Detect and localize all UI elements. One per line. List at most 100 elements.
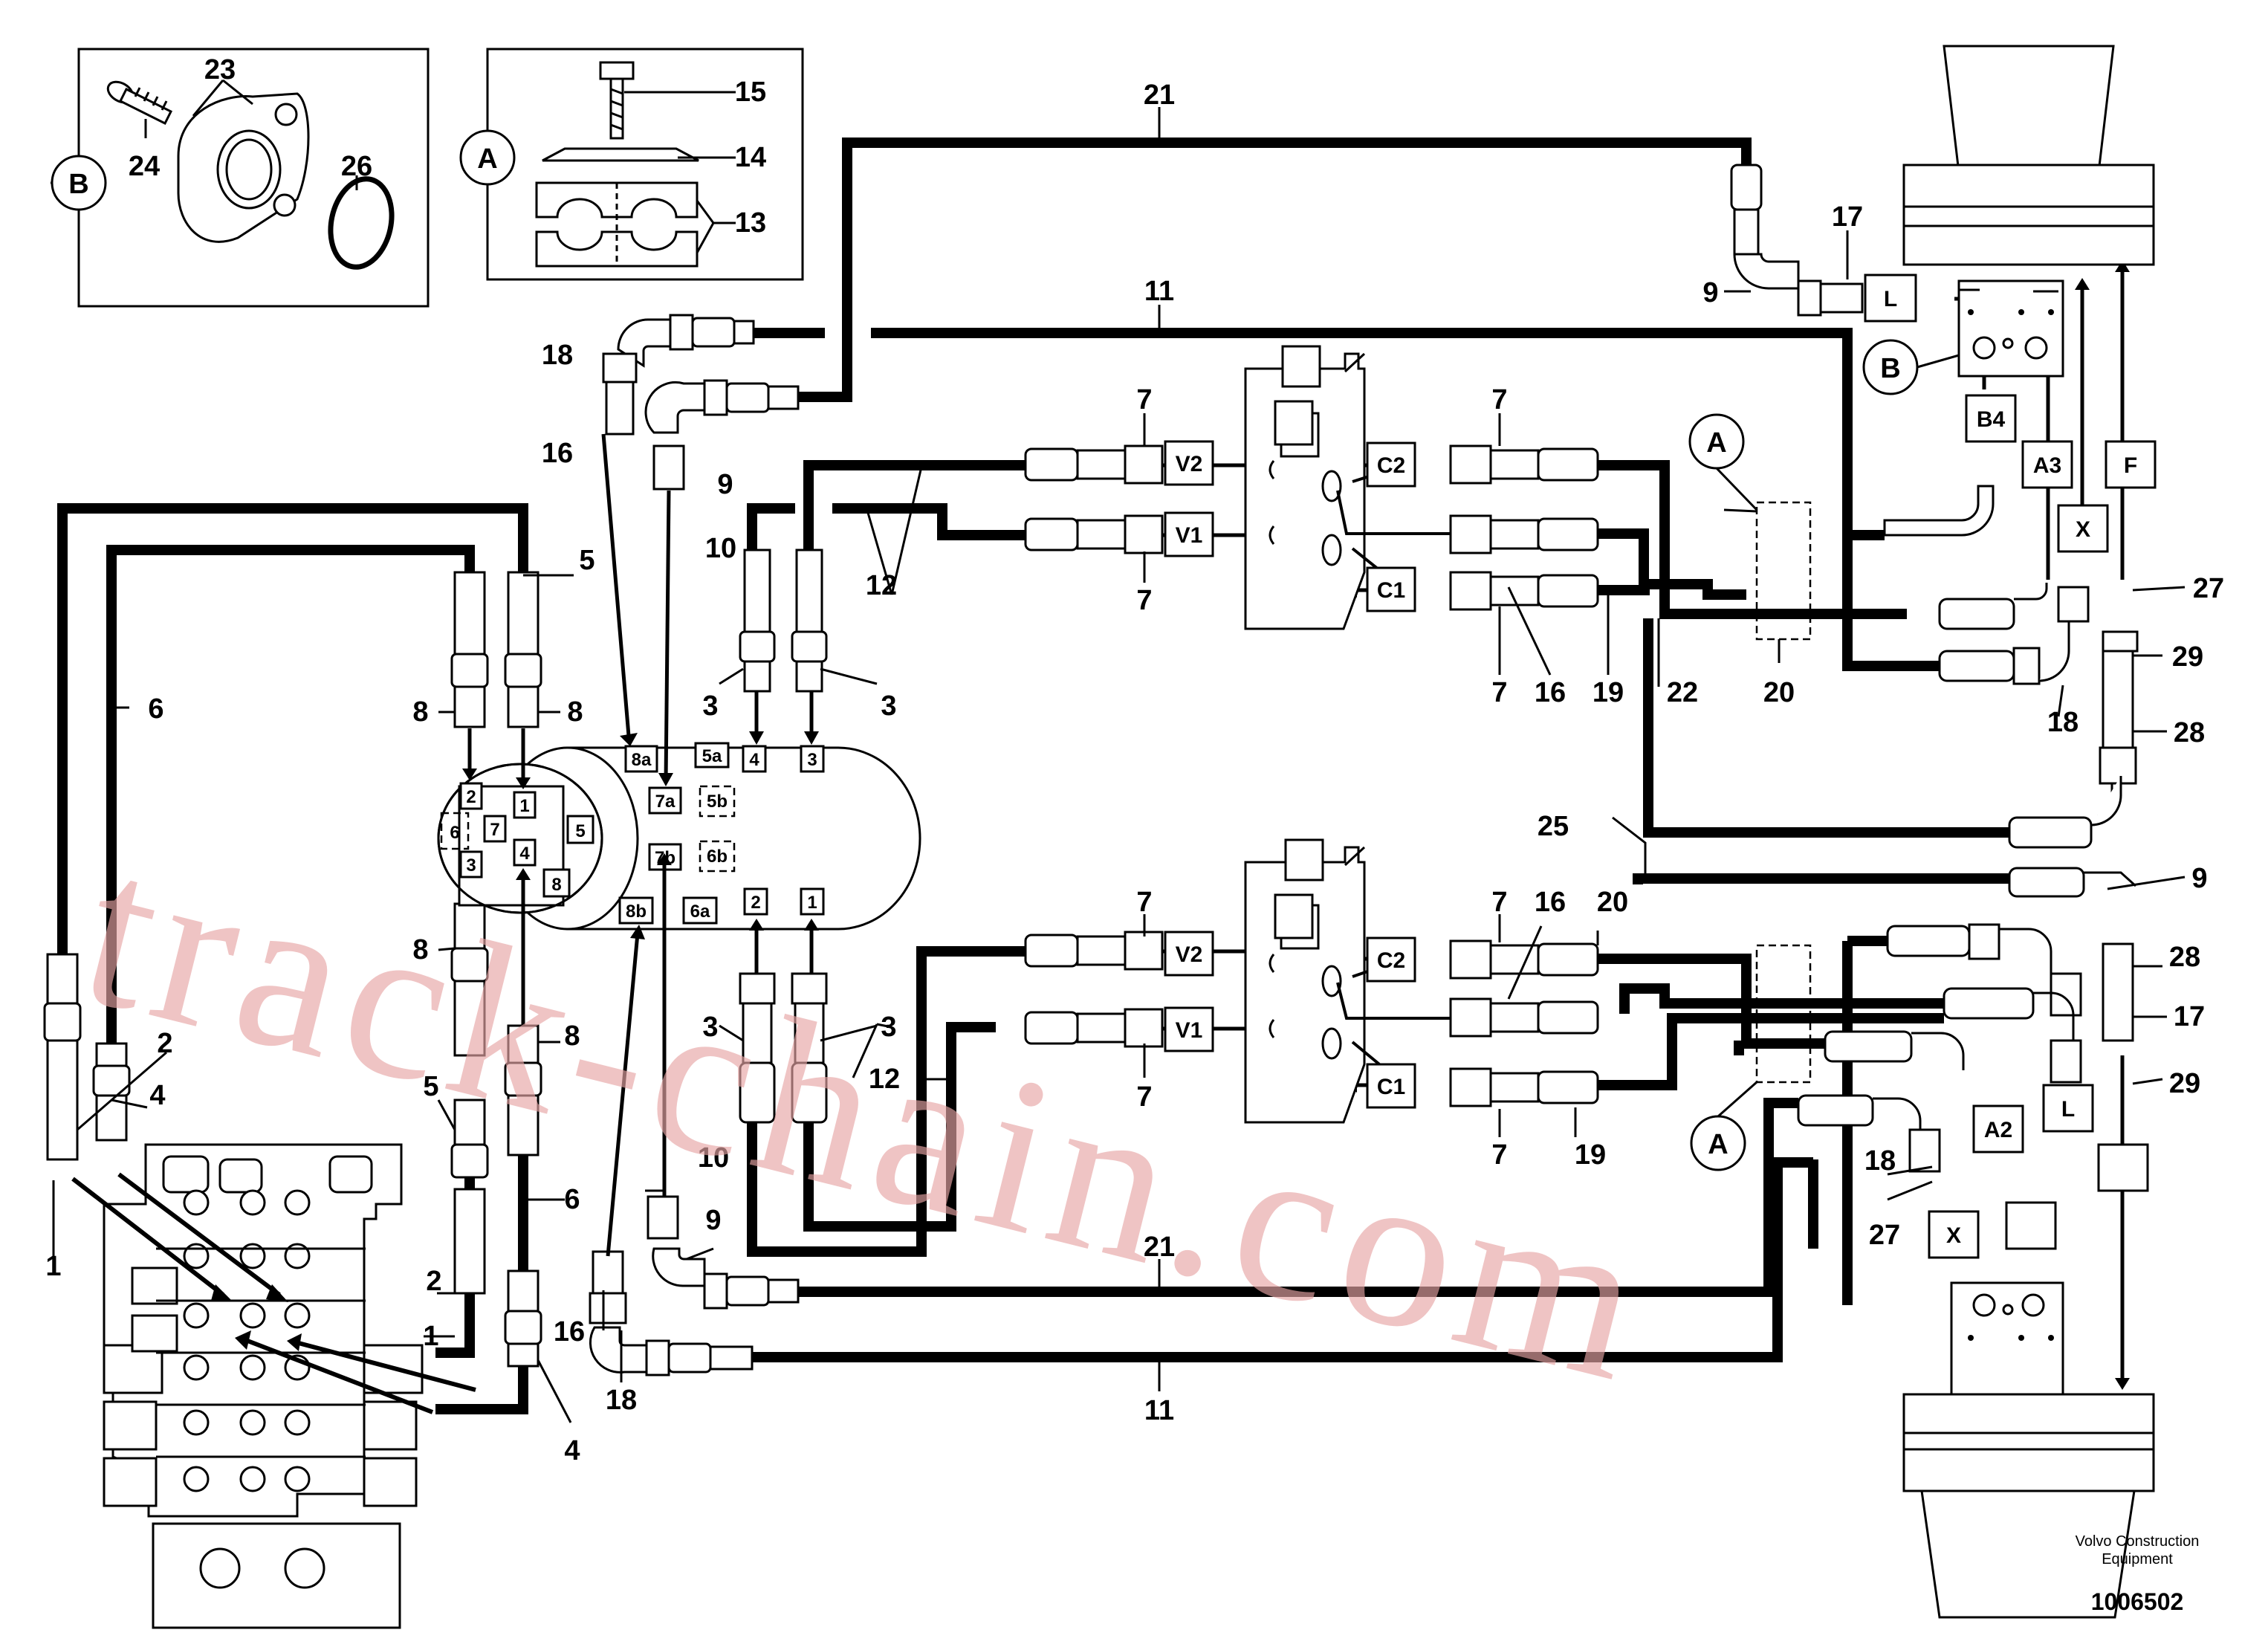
callout-9-bottom: 9 (705, 1205, 721, 1236)
port-4-left: 4 (519, 844, 530, 864)
leader-lines (52, 107, 2186, 1423)
flange-half-part (177, 92, 310, 243)
port-7: 7 (490, 820, 499, 840)
travel-motor-lower (1902, 1281, 2155, 1619)
callout-17-top: 17 (1832, 201, 1863, 233)
callout-18-top: 18 (542, 340, 573, 371)
callout-20-upper: 20 (1763, 677, 1795, 708)
callout-7-h: 7 (1491, 1139, 1507, 1171)
callout-5-top: 5 (579, 545, 594, 576)
callout-9-right: 9 (2191, 863, 2207, 894)
hose-lines (57, 138, 2009, 1414)
callout-17-lower: 17 (2174, 1001, 2205, 1032)
callout-27-lower: 27 (1869, 1220, 1900, 1251)
labeled-boxes: V2 V1 C2 C1 V2 V1 C2 C1 L B4 A3 F X L A2… (1164, 274, 2157, 1259)
port-4-top: 4 (749, 750, 759, 770)
callout-18-right-upper: 18 (2047, 707, 2079, 738)
callout-21-bottom: 21 (1144, 1232, 1175, 1263)
brand-line-2: Equipment (2102, 1551, 2173, 1568)
fittings (43, 164, 2139, 1376)
callout-19-upper: 19 (1593, 677, 1624, 708)
callout-28-upper: 28 (2174, 717, 2205, 748)
box-a2: A2 (1984, 1118, 2012, 1142)
box-v1-upper: V1 (1176, 523, 1203, 548)
circle-b-motor-label: B (1880, 353, 1900, 384)
box-b4: B4 (1977, 407, 2006, 432)
port-3-top: 3 (807, 750, 817, 770)
box-x-upper: X (2076, 517, 2090, 542)
circle-a-marker (459, 129, 516, 186)
port-8a: 8a (632, 750, 652, 770)
box-v2-upper: V2 (1176, 452, 1203, 476)
port-3-left: 3 (466, 855, 476, 876)
box-c2-lower: C2 (1377, 948, 1405, 973)
box-a3: A3 (2033, 453, 2061, 478)
box-v1-lower: V1 (1176, 1018, 1203, 1043)
callout-16-bottom: 16 (554, 1316, 585, 1348)
box-l-upper: L (1884, 287, 1897, 311)
callout-11-top: 11 (1144, 276, 1174, 307)
callouts: 21 11 17 9 18 16 9 10 7 7 7 7 16 19 22 2… (45, 80, 2224, 1466)
callout-28-lower: 28 (2169, 942, 2200, 973)
valve-block-lower (1244, 838, 1366, 1124)
callout-7-d: 7 (1491, 677, 1507, 708)
box-c2-upper: C2 (1377, 453, 1405, 478)
callout-2-bottom: 2 (426, 1266, 441, 1297)
travel-motor-upper: B (1862, 45, 2155, 395)
callout-22: 22 (1667, 677, 1698, 708)
callout-29-lower: 29 (2169, 1068, 2200, 1099)
callout-16-upper: 16 (1535, 677, 1566, 708)
box-c1-lower: C1 (1377, 1075, 1405, 1099)
box-c1-upper: C1 (1377, 578, 1405, 603)
callout-3-d: 3 (881, 1012, 896, 1043)
bolt-part (106, 80, 173, 126)
callout-21-top: 21 (1144, 80, 1175, 111)
port-8b: 8b (626, 902, 647, 922)
port-7a: 7a (655, 792, 675, 812)
circle-b-marker (51, 155, 107, 211)
port-5b: 5b (707, 792, 728, 812)
circle-a-lower-label: A (1708, 1129, 1728, 1160)
callout-18-bottom: 18 (606, 1385, 637, 1416)
callout-6-top: 6 (148, 693, 163, 725)
port-6b: 6b (707, 847, 728, 867)
callout-7-b: 7 (1136, 585, 1152, 616)
doc-number: 1006502 (2091, 1588, 2184, 1615)
port-5a: 5a (702, 746, 722, 766)
detail-b-inset: B 23 24 26 (51, 48, 430, 308)
callout-1-top: 1 (45, 1251, 61, 1282)
callout-4-bottom: 4 (564, 1435, 580, 1466)
box-l-lower: L (2061, 1097, 2075, 1122)
callout-8-d: 8 (564, 1020, 580, 1052)
callout-4-top: 4 (149, 1080, 165, 1111)
callout-19-lower: 19 (1575, 1139, 1606, 1171)
callout-13: 13 (735, 207, 766, 239)
callout-14: 14 (735, 142, 766, 173)
callout-16-lower: 16 (1535, 887, 1566, 918)
callout-7-c: 7 (1491, 384, 1507, 415)
box-x-lower: X (1946, 1223, 1961, 1248)
port-8: 8 (551, 875, 561, 895)
callout-26: 26 (341, 151, 372, 182)
port-6a: 6a (690, 902, 710, 922)
callout-20-lower: 20 (1597, 887, 1628, 918)
callout-6-bottom: 6 (564, 1184, 580, 1215)
circle-a-upper-label: A (1706, 427, 1726, 459)
callout-27-upper: 27 (2193, 573, 2224, 604)
callout-25: 25 (1538, 811, 1569, 842)
callout-9-left: 9 (717, 469, 733, 500)
callout-10-top: 10 (705, 533, 736, 564)
callout-1-bottom: 1 (423, 1321, 438, 1352)
o-ring-part (328, 176, 395, 270)
callout-23: 23 (204, 54, 236, 85)
port-5: 5 (575, 821, 585, 841)
callout-3-c: 3 (702, 1012, 718, 1043)
valve-block-upper (1244, 345, 1366, 630)
callout-7-a: 7 (1136, 384, 1152, 415)
circle-b-label: B (68, 169, 88, 200)
callout-11-bottom: 11 (1144, 1395, 1174, 1426)
callout-24: 24 (129, 151, 160, 182)
clamp-detail-markers: A A (1688, 413, 1812, 1171)
callout-12-lower: 12 (869, 1064, 900, 1095)
port-6: 6 (450, 823, 459, 843)
